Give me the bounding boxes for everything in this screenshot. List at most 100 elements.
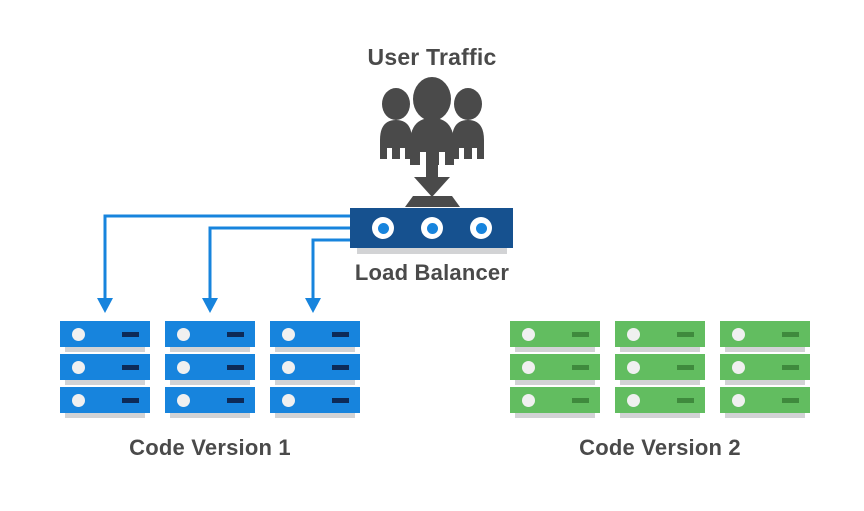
server-base: [620, 347, 700, 352]
status-led-icon: [522, 328, 535, 341]
server-base: [275, 413, 355, 418]
server-slot-icon: [227, 365, 244, 370]
server-unit[interactable]: [615, 354, 705, 387]
network-port-icon-2: [421, 217, 443, 239]
network-port-icon-3: [470, 217, 492, 239]
connector-lb-to-stack-1: [103, 214, 350, 300]
server-unit[interactable]: [165, 354, 255, 387]
server-slot-icon: [572, 332, 589, 337]
server-stack-blue-2[interactable]: [165, 321, 255, 420]
server-slot-icon: [122, 332, 139, 337]
server-slot-icon: [122, 365, 139, 370]
server-unit[interactable]: [60, 354, 150, 387]
load-balancer-device[interactable]: [350, 208, 513, 248]
server-base: [515, 413, 595, 418]
server-unit[interactable]: [510, 354, 600, 387]
load-balancer-base: [357, 248, 507, 254]
server-slot-icon: [572, 365, 589, 370]
connector-lb-to-stack-2: [208, 226, 350, 300]
server-base: [620, 380, 700, 385]
server-slot-icon: [782, 398, 799, 403]
server-unit[interactable]: [720, 354, 810, 387]
server-slot-icon: [677, 398, 694, 403]
code-version-2-label: Code Version 2: [579, 435, 741, 460]
server-unit[interactable]: [165, 387, 255, 420]
server-base: [65, 413, 145, 418]
server-base: [275, 380, 355, 385]
server-unit[interactable]: [510, 387, 600, 420]
server-slot-icon: [227, 332, 244, 337]
server-base: [620, 413, 700, 418]
server-stack-green-1[interactable]: [510, 321, 600, 420]
status-led-icon: [177, 328, 190, 341]
server-base: [515, 380, 595, 385]
status-led-icon: [72, 361, 85, 374]
server-stack-blue-1[interactable]: [60, 321, 150, 420]
server-unit[interactable]: [60, 387, 150, 420]
server-base: [725, 347, 805, 352]
server-unit[interactable]: [615, 387, 705, 420]
status-led-icon: [732, 361, 745, 374]
status-led-icon: [627, 394, 640, 407]
server-slot-icon: [122, 398, 139, 403]
server-stack-blue-3[interactable]: [270, 321, 360, 420]
status-led-icon: [627, 361, 640, 374]
server-stack-green-3[interactable]: [720, 321, 810, 420]
status-led-icon: [72, 394, 85, 407]
network-port-core-3: [475, 222, 487, 234]
arrow-down-icon-stack-1: [97, 298, 113, 313]
network-port-core-2: [426, 222, 438, 234]
status-led-icon: [177, 361, 190, 374]
user-traffic-label: User Traffic: [367, 44, 497, 70]
server-unit[interactable]: [720, 387, 810, 420]
status-led-icon: [732, 328, 745, 341]
server-slot-icon: [332, 398, 349, 403]
server-slot-icon: [332, 365, 349, 370]
server-unit[interactable]: [270, 387, 360, 420]
server-base: [170, 347, 250, 352]
status-led-icon: [72, 328, 85, 341]
load-balancer-top-plate: [405, 196, 460, 207]
server-base: [170, 380, 250, 385]
people-group-icon: [380, 77, 484, 165]
server-slot-icon: [572, 398, 589, 403]
server-base: [725, 413, 805, 418]
network-port-core-1: [377, 222, 389, 234]
server-base: [275, 347, 355, 352]
server-unit[interactable]: [165, 321, 255, 354]
server-slot-icon: [782, 365, 799, 370]
server-unit[interactable]: [270, 321, 360, 354]
status-led-icon: [522, 394, 535, 407]
status-led-icon: [282, 328, 295, 341]
status-led-icon: [627, 328, 640, 341]
load-balancer-label: Load Balancer: [354, 260, 510, 285]
server-unit[interactable]: [720, 321, 810, 354]
server-slot-icon: [677, 365, 694, 370]
status-led-icon: [282, 361, 295, 374]
server-unit[interactable]: [60, 321, 150, 354]
server-base: [65, 347, 145, 352]
network-port-icon-1: [372, 217, 394, 239]
arrow-down-icon-stack-3: [305, 298, 321, 313]
server-stack-green-2[interactable]: [615, 321, 705, 420]
arrow-down-icon-traffic: [414, 148, 450, 197]
connector-lb-to-stack-3: [311, 238, 350, 300]
server-base: [65, 380, 145, 385]
server-unit[interactable]: [615, 321, 705, 354]
server-slot-icon: [677, 332, 694, 337]
server-base: [515, 347, 595, 352]
server-unit[interactable]: [510, 321, 600, 354]
server-unit[interactable]: [270, 354, 360, 387]
status-led-icon: [732, 394, 745, 407]
server-slot-icon: [227, 398, 244, 403]
status-led-icon: [522, 361, 535, 374]
server-slot-icon: [782, 332, 799, 337]
server-base: [170, 413, 250, 418]
status-led-icon: [177, 394, 190, 407]
arrow-down-icon-stack-2: [202, 298, 218, 313]
server-base: [725, 380, 805, 385]
code-version-1-label: Code Version 1: [129, 435, 291, 460]
server-slot-icon: [332, 332, 349, 337]
